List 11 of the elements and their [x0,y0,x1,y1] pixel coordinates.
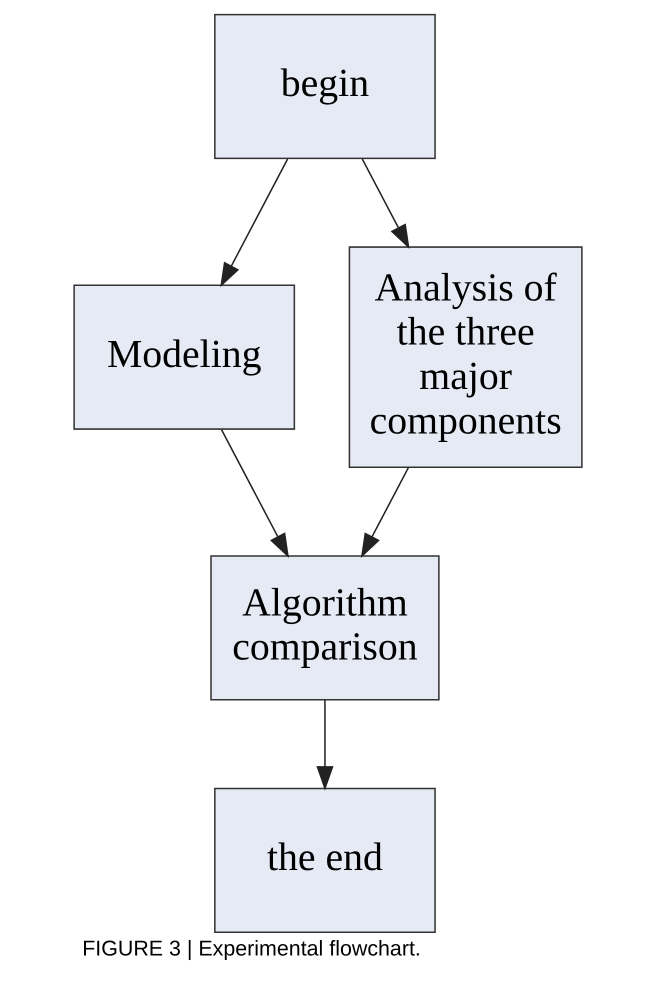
node-box: Algorithm comparison [210,555,440,701]
node-box: the end [214,788,436,933]
node-box: Modeling [72,284,295,430]
arrow [220,158,288,288]
arrow [220,429,288,558]
node-box: begin [214,14,436,160]
caption: FIGURE 3 | Experimental flowchart. [82,936,420,960]
arrow [316,700,334,791]
arrow [360,467,409,558]
node-box: Analysis of the three major components [348,246,582,468]
arrow [361,158,410,249]
